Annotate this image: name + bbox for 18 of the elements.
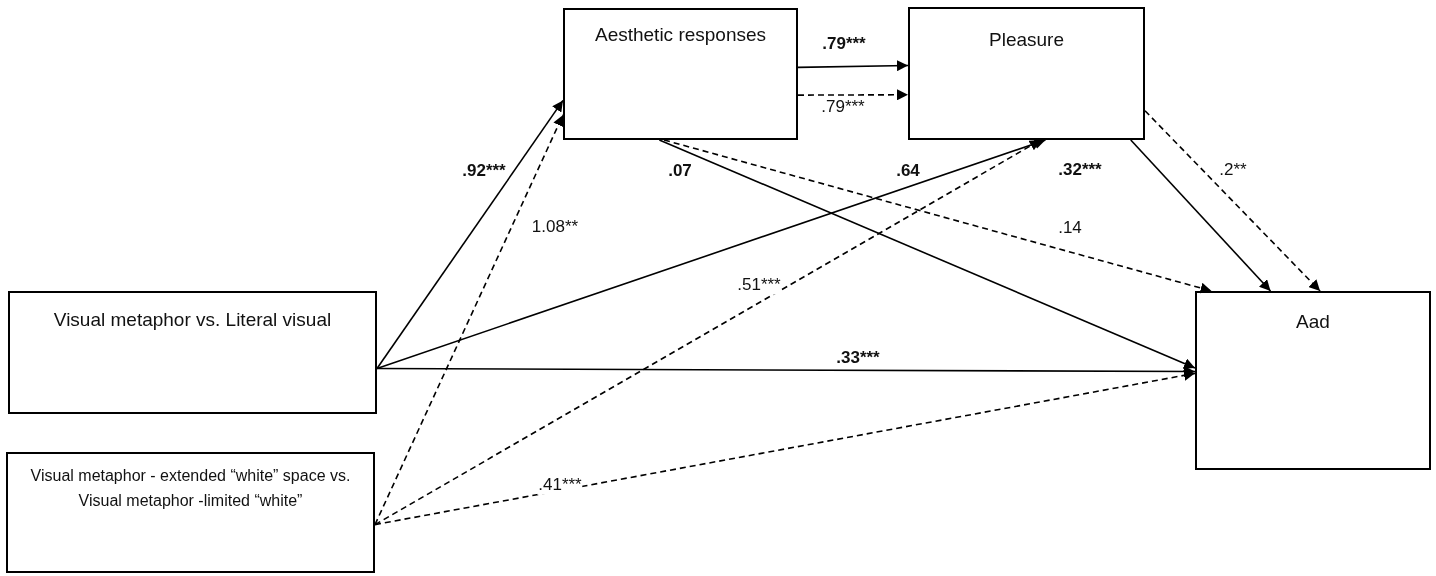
arrow <box>374 139 1042 526</box>
arrow <box>374 114 564 526</box>
variable-box: Visual metaphor vs. Literal visual <box>8 291 377 414</box>
arrow <box>376 99 564 370</box>
arrow <box>663 139 1213 294</box>
arrow <box>658 139 1196 369</box>
arrow <box>1130 139 1272 292</box>
edge-label: .51*** <box>736 275 782 295</box>
variable-box: Aesthetic responses <box>563 8 798 140</box>
variable-box: Pleasure <box>908 7 1145 140</box>
edge-label: .41*** <box>537 475 583 495</box>
arrow <box>1144 109 1321 292</box>
arrow <box>374 369 1196 526</box>
arrow <box>376 138 1047 370</box>
arrow <box>797 60 909 72</box>
arrow <box>797 89 909 101</box>
variable-box: Aad <box>1195 291 1431 470</box>
variable-box: Visual metaphor - extended “white” space vs. Visual metaphor -limited “white” <box>6 452 375 573</box>
